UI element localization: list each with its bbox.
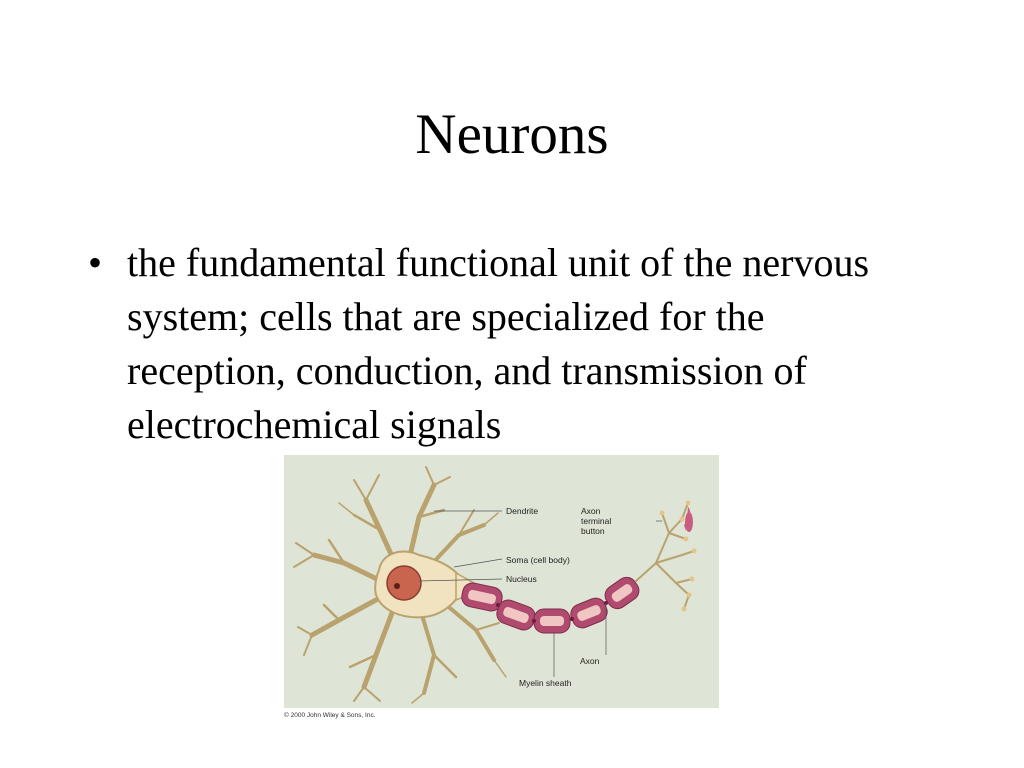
myelin-sheath [461, 576, 640, 634]
bullet-list: • the fundamental functional unit of the… [88, 236, 918, 452]
bullet-text: the fundamental functional unit of the n… [127, 240, 870, 447]
neuron-diagram: Dendrite Axon terminal button Soma (cell… [284, 455, 719, 708]
bullet-item: • the fundamental functional unit of the… [88, 236, 918, 452]
slide-title: Neurons [415, 103, 609, 166]
label-dendrite: Dendrite [506, 506, 538, 516]
bullet-marker: • [88, 240, 103, 285]
label-axon: Axon [580, 656, 600, 666]
dendrites [293, 466, 507, 704]
label-axon-terminal-2: terminal [581, 516, 611, 526]
figure-copyright: © 2000 John Wiley & Sons, Inc. [284, 712, 376, 719]
label-soma: Soma (cell body) [506, 555, 570, 565]
label-axon-terminal-3: button [581, 526, 605, 536]
label-myelin-sheath: Myelin sheath [519, 678, 572, 688]
label-nucleus: Nucleus [506, 574, 537, 584]
label-axon-terminal-1: Axon [581, 506, 601, 516]
nucleus [386, 565, 422, 601]
